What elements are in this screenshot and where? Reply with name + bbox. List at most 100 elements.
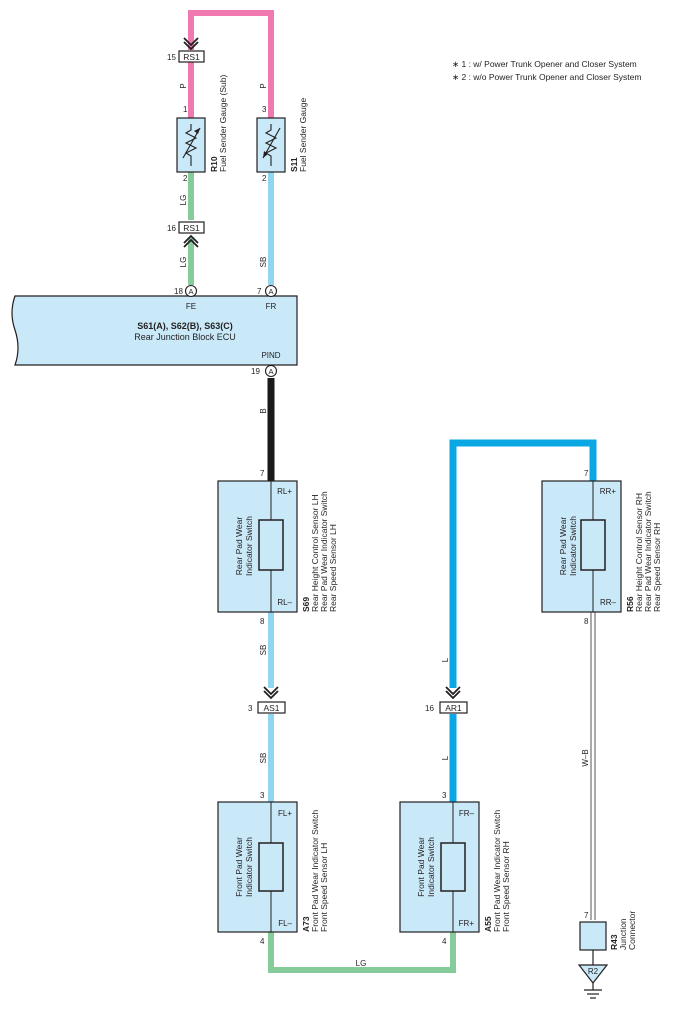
note-2: ∗ 2 : w/o Power Trunk Opener and Closer …: [452, 71, 642, 82]
variable-resistor-icon: [184, 124, 198, 166]
a73-inner-2: Indicator Switch: [244, 837, 254, 897]
rs1-mid-pin: 16: [167, 224, 176, 233]
as1-pin: 3: [248, 704, 253, 713]
r56-inner-2: Indicator Switch: [568, 516, 578, 576]
r43-desc-1: Junction: [618, 918, 628, 950]
r10-pin-top: 1: [183, 105, 188, 114]
r56-term-bottom: RR–: [600, 598, 617, 607]
ecu-rear-junction-block: A 18 A 7 FE FR S61(A), S62(B), S63(C) Re…: [11, 284, 298, 378]
r2-label: R2: [588, 967, 599, 976]
s69-desc-2: Rear Pad Wear Indicator Switch: [319, 491, 329, 612]
ar1-pin: 16: [425, 704, 434, 713]
r56-term-top: RR+: [600, 487, 617, 496]
s11-pin-top: 3: [262, 105, 267, 114]
wire-label-lg1: LG: [179, 195, 188, 206]
wire-label-p2: P: [259, 83, 268, 88]
r56-pin-top: 7: [584, 469, 589, 478]
ground-triangle-icon: [577, 964, 609, 984]
s11-code: S11: [289, 157, 299, 172]
wire-label-wb: W–B: [581, 749, 590, 766]
s69-inner-1: Rear Pad Wear: [234, 517, 244, 576]
a73-code: A73: [301, 916, 311, 932]
r56-desc-1: Rear Height Control Sensor RH: [634, 493, 644, 612]
a73-inner-1: Front Pad Wear: [234, 837, 244, 897]
s69-term-bottom: RL–: [277, 598, 292, 607]
component-s69: 7 RL+ RL– Rear Pad Wear Indicator Switch…: [217, 469, 338, 626]
r43-pin: 7: [584, 911, 589, 920]
wire-label-sb1: SB: [259, 257, 268, 268]
s11-pin-bottom: 2: [262, 174, 267, 183]
wire-label-l2: L: [441, 755, 450, 760]
r43-code: R43: [609, 934, 619, 950]
wire-label-lg2: LG: [179, 257, 188, 268]
s69-inner-2: Indicator Switch: [244, 516, 254, 576]
wire-p: [188, 10, 274, 118]
a73-pin-bottom: 4: [260, 937, 265, 946]
component-a73: 3 FL+ FL– Front Pad Wear Indicator Switc…: [217, 791, 329, 946]
s11-name: Fuel Sender Gauge: [298, 98, 308, 172]
connector-ar1: AR1 16: [425, 686, 468, 714]
wire-lg-bottom: [268, 932, 456, 973]
wire-label-lg3: LG: [356, 959, 367, 968]
connector-chevron-icon: [183, 234, 199, 248]
wire-label-p1: P: [179, 83, 188, 88]
a55-desc-1: Front Pad Wear Indicator Switch: [492, 810, 502, 932]
a55-inner-1: Front Pad Wear: [416, 837, 426, 897]
connector-rs1-top: RS1 15: [167, 37, 205, 63]
ecu-conn-a-pind: A: [268, 367, 273, 376]
a55-desc-2: Front Speed Sensor RH: [501, 841, 511, 932]
ground-r2: R2: [577, 964, 609, 999]
a73-desc-1: Front Pad Wear Indicator Switch: [310, 810, 320, 932]
a55-term-top: FR–: [459, 809, 475, 818]
a73-term-bottom: FL–: [278, 919, 292, 928]
a55-pin-bottom: 4: [442, 937, 447, 946]
wire-label-l1: L: [441, 657, 450, 662]
ecu-term-fr: FR: [266, 302, 277, 311]
component-r56: 7 RR+ RR– Rear Pad Wear Indicator Switch…: [541, 469, 662, 626]
ecu-term-fe: FE: [186, 302, 196, 311]
r56-code: R56: [625, 596, 635, 612]
ecu-name: Rear Junction Block ECU: [134, 332, 236, 342]
r43-desc-2: Connector: [627, 911, 637, 950]
a55-pin-top: 3: [442, 791, 447, 800]
r10-name: Fuel Sender Gauge (Sub): [218, 74, 228, 172]
rs1-top-label: RS1: [183, 52, 200, 62]
a73-term-top: FL+: [278, 809, 292, 818]
r56-desc-3: Rear Speed Sensor RH: [652, 523, 662, 612]
a73-pin-top: 3: [260, 791, 265, 800]
r56-desc-2: Rear Pad Wear Indicator Switch: [643, 491, 653, 612]
r10-code: R10: [209, 156, 219, 172]
a55-term-bottom: FR+: [459, 919, 475, 928]
connector-rs1-mid: 16 RS1: [167, 221, 205, 248]
wire-label-b: B: [259, 408, 268, 413]
s69-desc-3: Rear Speed Sensor LH: [328, 524, 338, 612]
a73-desc-2: Front Speed Sensor LH: [319, 843, 329, 932]
ecu-code: S61(A), S62(B), S63(C): [137, 321, 233, 331]
s69-desc-1: Rear Height Control Sensor LH: [310, 494, 320, 612]
s69-term-top: RL+: [277, 487, 292, 496]
gauge-s11: 3 2 S11 Fuel Sender Gauge: [256, 98, 308, 183]
r56-inner-1: Rear Pad Wear: [558, 517, 568, 576]
r56-pin-bottom: 8: [584, 617, 589, 626]
rs1-top-pin: 15: [167, 53, 176, 62]
as1-label: AS1: [263, 703, 279, 713]
component-a55: 3 FR– FR+ Front Pad Wear Indicator Switc…: [399, 791, 511, 946]
gauge-r10: 1 2 R10 Fuel Sender Gauge (Sub): [176, 74, 228, 183]
ecu-pin-fr: 7: [257, 287, 262, 296]
ecu-pin-fe: 18: [174, 287, 183, 296]
connector-chevron-icon: [183, 37, 199, 51]
connector-chevron-icon: [445, 686, 461, 700]
ecu-term-pind: PIND: [261, 351, 280, 360]
s69-pin-top: 7: [260, 469, 265, 478]
note-1: ∗ 1 : w/ Power Trunk Opener and Closer S…: [452, 59, 637, 69]
wire-label-sb3: SB: [259, 753, 268, 764]
a55-inner-2: Indicator Switch: [426, 837, 436, 897]
r10-pin-bottom: 2: [183, 174, 188, 183]
a55-code: A55: [483, 916, 493, 932]
variable-resistor-icon: [264, 124, 278, 166]
wire-label-sb2: SB: [259, 645, 268, 656]
connector-as1: AS1 3: [248, 686, 286, 714]
junction-connector-r43: 7 R43 Junction Connector: [579, 911, 637, 951]
rs1-mid-label: RS1: [183, 223, 200, 233]
